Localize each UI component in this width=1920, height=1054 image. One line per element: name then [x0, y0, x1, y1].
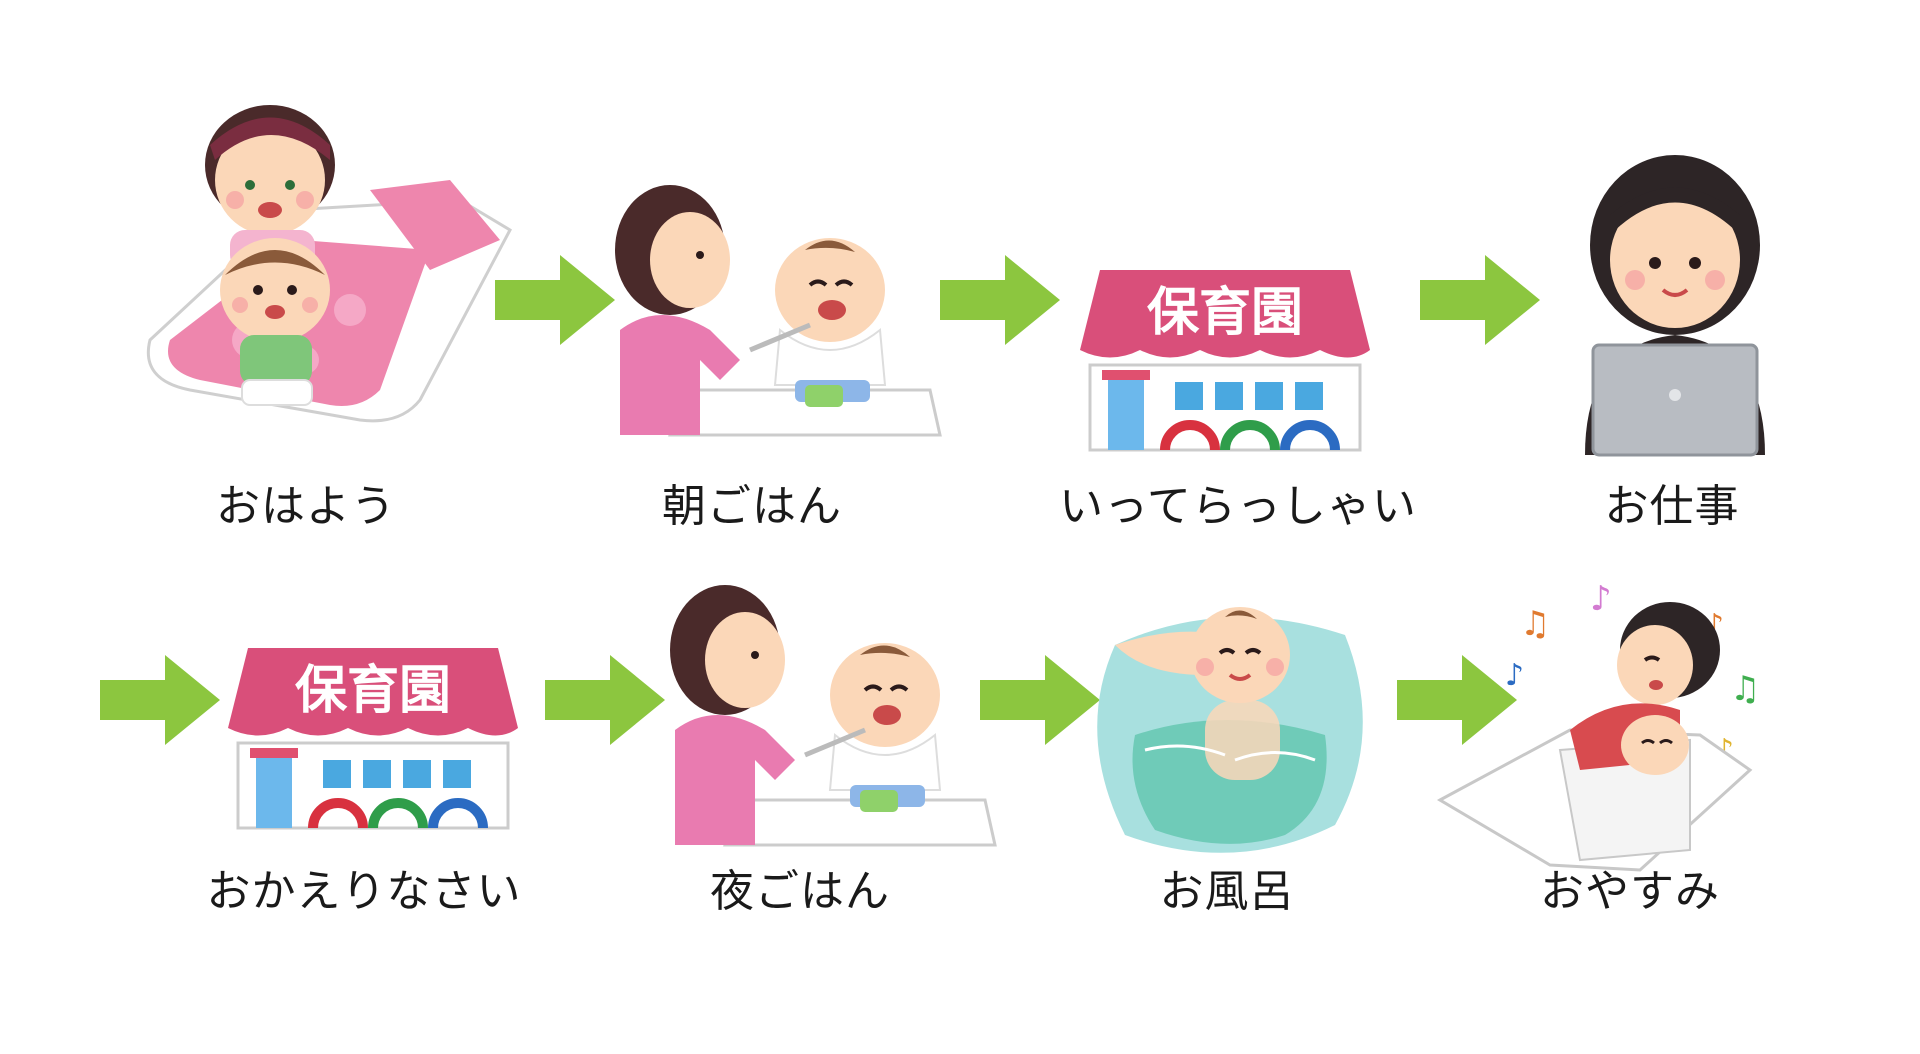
arrow-right-icon: [940, 255, 1060, 345]
step-label: おやすみ: [1540, 866, 1720, 917]
scene-bedtime: ♪ ♫ ♪ ♪ ♫ ♪: [1436, 579, 1760, 872]
nursery-sign-text: 保育園: [295, 661, 451, 721]
step-label: おはよう: [216, 481, 396, 532]
nursery-sign-text: 保育園: [1147, 283, 1303, 343]
step-label: お風呂: [1159, 866, 1295, 917]
step-label: おかえりなさい: [206, 866, 522, 917]
arrow-right-icon: [545, 655, 665, 745]
arrow-right-icon: [1420, 255, 1540, 345]
arrow-right-icon: [980, 655, 1100, 745]
scene-waking-up: [146, 105, 512, 423]
step-label: お仕事: [1604, 481, 1740, 532]
arrow-right-icon: [100, 655, 220, 745]
scene-nursery-dropoff: 保育園: [1080, 270, 1370, 452]
svg-text:♫: ♫: [1730, 669, 1760, 709]
svg-text:♪: ♪: [1590, 579, 1612, 619]
scene-nursery-pickup: 保育園: [228, 648, 518, 830]
svg-text:♫: ♫: [1520, 604, 1550, 644]
scene-bath: [1097, 607, 1363, 853]
svg-text:♪: ♪: [1505, 658, 1524, 693]
scene-feeding-dinner: [670, 585, 997, 847]
step-label: 朝ごはん: [662, 481, 842, 532]
arrow-right-icon: [1397, 655, 1517, 745]
scene-working-laptop: [1585, 155, 1765, 457]
step-label: いってらっしゃい: [1059, 481, 1417, 532]
step-label: 夜ごはん: [710, 866, 890, 917]
arrow-right-icon: [495, 255, 615, 345]
scene-feeding-breakfast: [615, 185, 942, 437]
